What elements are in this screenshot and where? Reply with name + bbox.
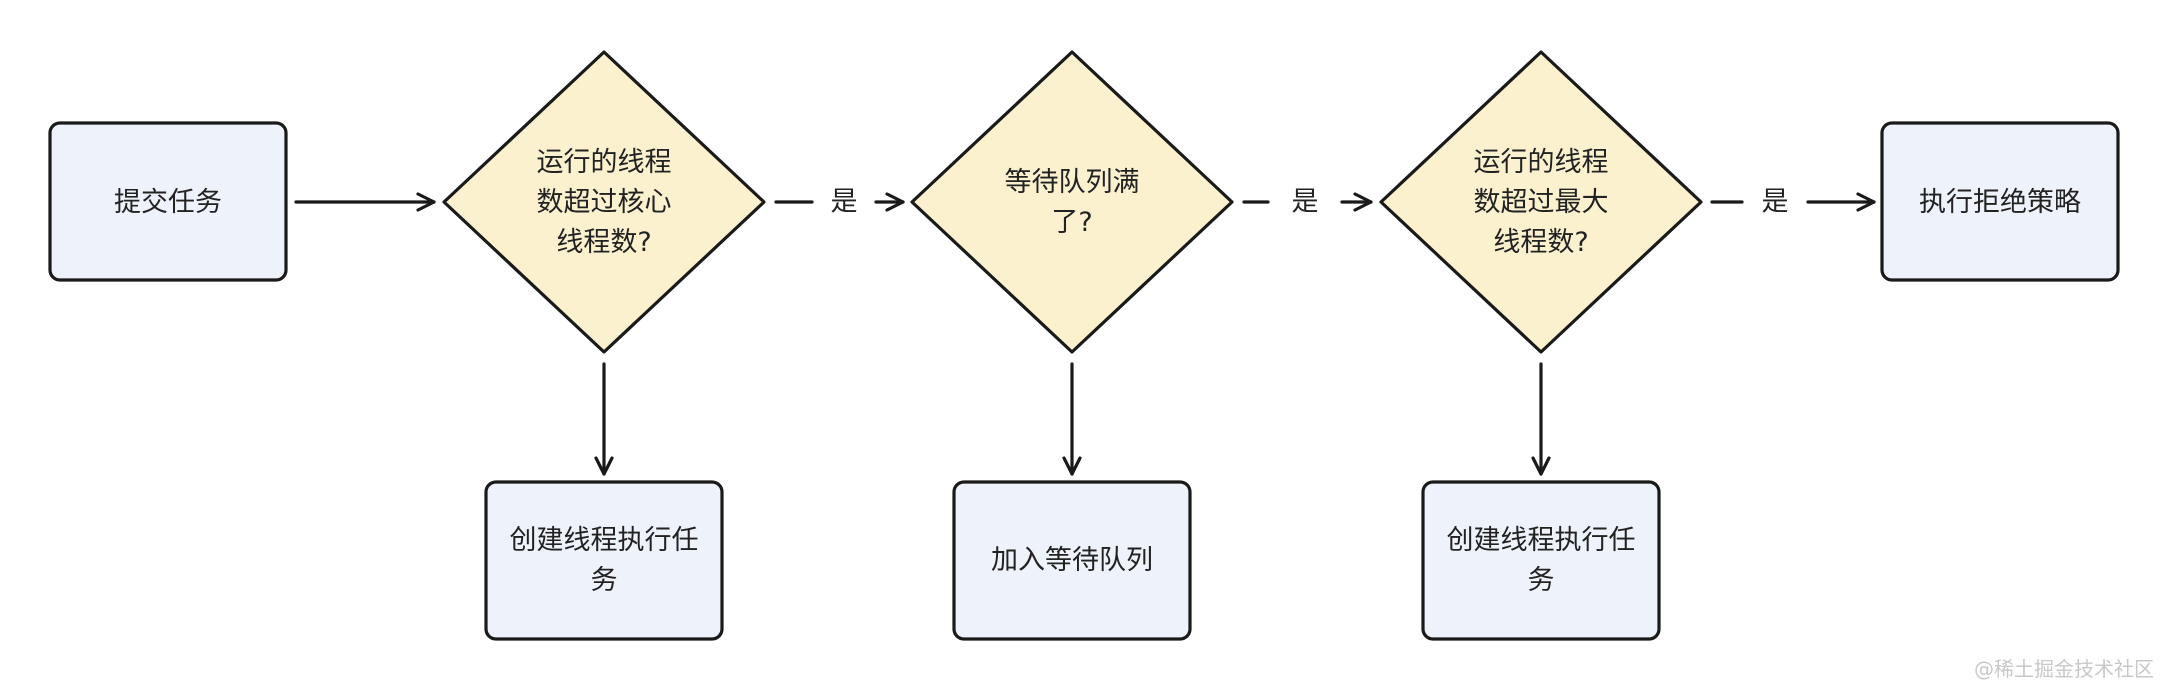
node-label-line: 了? [1051, 207, 1092, 238]
node-submit-task-box [48, 121, 288, 282]
node-decision-core-threads-diamond [442, 50, 766, 354]
node-label-line: 加入等待队列 [991, 545, 1153, 576]
node-create-thread-core-box [484, 480, 724, 641]
node-enqueue-box [952, 480, 1192, 641]
node-label-line: 数超过核心 [537, 187, 672, 218]
node-label-line: 创建线程执行任 [510, 525, 699, 556]
node-decision-queue-full: 等待队列满了? [910, 50, 1234, 354]
node-enqueue-label: 加入等待队列 [991, 545, 1153, 576]
node-decision-queue-full-label: 等待队列满了? [1005, 167, 1140, 238]
edge-label-core-yes: 是 [831, 187, 858, 218]
node-label-line: 线程数? [1493, 227, 1588, 258]
node-decision-queue-full-diamond [910, 50, 1234, 354]
node-label-line: 提交任务 [114, 187, 222, 218]
node-reject-policy-box [1880, 121, 2120, 282]
node-decision-core-threads: 运行的线程数超过核心线程数? [442, 50, 766, 354]
node-label-line: 执行拒绝策略 [1919, 187, 2081, 218]
node-decision-core-threads-label: 运行的线程数超过核心线程数? [537, 147, 672, 258]
node-decision-max-threads: 运行的线程数超过最大线程数? [1379, 50, 1703, 354]
edges [294, 192, 1876, 476]
node-enqueue: 加入等待队列 [952, 480, 1192, 641]
node-label-line: 等待队列满 [1005, 167, 1140, 198]
node-label-line: 务 [591, 565, 618, 596]
node-reject-policy: 执行拒绝策略 [1880, 121, 2120, 282]
node-create-thread-max: 创建线程执行任务 [1421, 480, 1661, 641]
node-submit-task-label: 提交任务 [114, 187, 222, 218]
node-create-thread-core-label: 创建线程执行任务 [510, 525, 699, 596]
node-label-line: 创建线程执行任 [1447, 525, 1636, 556]
node-create-thread-max-label: 创建线程执行任务 [1447, 525, 1636, 596]
node-reject-policy-label: 执行拒绝策略 [1919, 187, 2081, 218]
node-create-thread-core: 创建线程执行任务 [484, 480, 724, 641]
node-decision-max-threads-label: 运行的线程数超过最大线程数? [1474, 147, 1609, 258]
node-create-thread-max-box [1421, 480, 1661, 641]
node-label-line: 务 [1528, 565, 1555, 596]
node-label-line: 运行的线程 [537, 147, 672, 178]
node-submit-task: 提交任务 [48, 121, 288, 282]
edge-label-queue-yes: 是 [1292, 187, 1319, 218]
node-label-line: 数超过最大 [1474, 187, 1609, 218]
node-label-line: 线程数? [556, 227, 651, 258]
node-label-line: 运行的线程 [1474, 147, 1609, 178]
node-decision-max-threads-diamond [1379, 50, 1703, 354]
edge-label-max-yes: 是 [1762, 187, 1789, 218]
watermark: @稀土掘金技术社区 [1974, 657, 2154, 681]
